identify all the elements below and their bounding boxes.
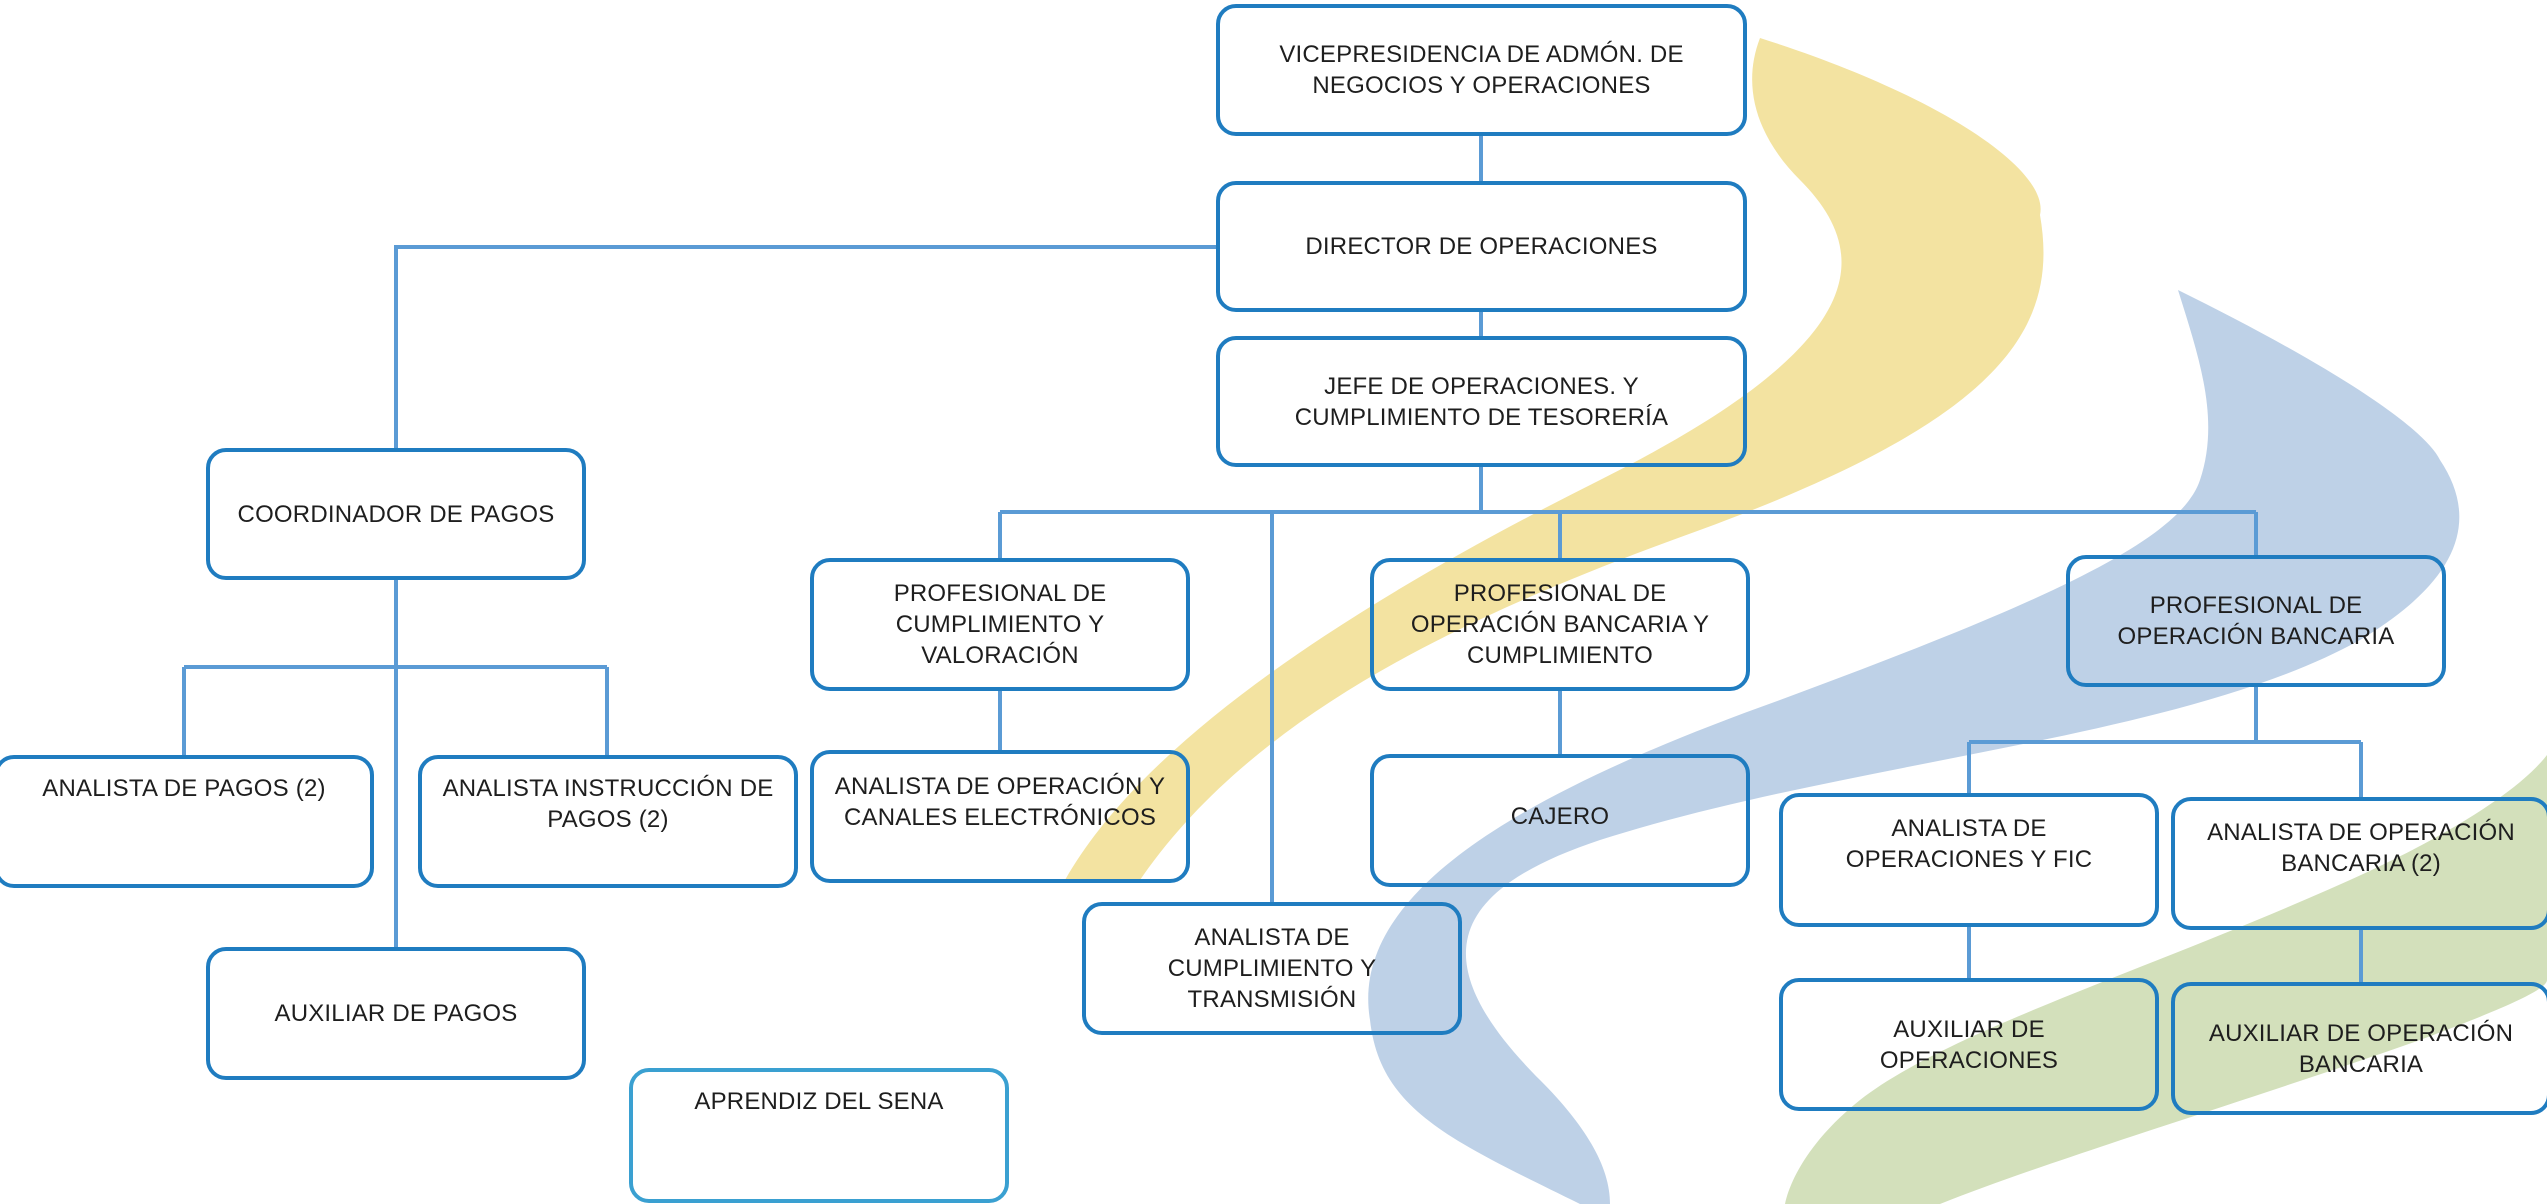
node-label: ANALISTA DE OPERACIONES Y FIC <box>1845 815 2093 873</box>
watermark-yellow-swoosh <box>1065 38 2044 880</box>
node-vicepresidencia: VICEPRESIDENCIA DE ADMÓN. DE NEGOCIOS Y … <box>1216 4 1747 136</box>
node-label: PROFESIONAL DE CUMPLIMIENTO Y VALORACIÓN <box>893 580 1107 669</box>
connector-prof-bancaria-children <box>1967 687 2363 797</box>
node-profesional-operacion-bancaria-cumplimiento: PROFESIONAL DE OPERACIÓN BANCARIA Y CUMP… <box>1370 558 1750 691</box>
node-cajero: CAJERO <box>1370 754 1750 887</box>
node-label: VICEPRESIDENCIA DE ADMÓN. DE NEGOCIOS Y … <box>1279 41 1684 99</box>
node-auxiliar-pagos: AUXILIAR DE PAGOS <box>206 947 586 1080</box>
node-analista-operaciones-fic: ANALISTA DE OPERACIONES Y FIC <box>1779 793 2159 927</box>
node-label: APRENDIZ DEL SENA <box>694 1088 944 1115</box>
node-jefe-operaciones: JEFE DE OPERACIONES. Y CUMPLIMIENTO DE T… <box>1216 336 1747 467</box>
node-analista-operacion-bancaria: ANALISTA DE OPERACIÓN BANCARIA (2) <box>2171 797 2547 930</box>
node-label: ANALISTA DE CUMPLIMIENTO Y TRANSMISIÓN <box>1167 924 1377 1013</box>
node-analista-operacion-canales: ANALISTA DE OPERACIÓN Y CANALES ELECTRÓN… <box>810 750 1190 883</box>
node-auxiliar-operaciones: AUXILIAR DE OPERACIONES <box>1779 978 2159 1111</box>
connector-director-coordinador <box>394 245 1216 448</box>
connector-jefe-children <box>998 467 2258 902</box>
watermark-green-swoosh <box>1785 755 2547 1204</box>
connector-coordinador-children <box>182 580 609 947</box>
node-analista-cumplimiento-transmision: ANALISTA DE CUMPLIMIENTO Y TRANSMISIÓN <box>1082 902 1462 1035</box>
node-auxiliar-operacion-bancaria: AUXILIAR DE OPERACIÓN BANCARIA <box>2171 982 2547 1115</box>
watermark-blue-swoosh <box>1368 290 2460 1204</box>
node-aprendiz-sena: APRENDIZ DEL SENA <box>629 1068 1009 1203</box>
node-director-operaciones: DIRECTOR DE OPERACIONES <box>1216 181 1747 312</box>
node-label: AUXILIAR DE PAGOS <box>274 1000 518 1027</box>
node-label: AUXILIAR DE OPERACIONES <box>1879 1015 2059 1074</box>
node-label: AUXILIAR DE OPERACIÓN BANCARIA <box>2208 1019 2514 1078</box>
node-label: ANALISTA DE PAGOS (2) <box>42 775 326 802</box>
node-profesional-cumplimiento-valoracion: PROFESIONAL DE CUMPLIMIENTO Y VALORACIÓN <box>810 558 1190 691</box>
node-label: ANALISTA INSTRUCCIÓN DE PAGOS (2) <box>442 775 774 833</box>
node-label: COORDINADOR DE PAGOS <box>237 500 555 528</box>
node-profesional-operacion-bancaria: PROFESIONAL DE OPERACIÓN BANCARIA <box>2066 555 2446 687</box>
node-label: DIRECTOR DE OPERACIONES <box>1305 233 1658 260</box>
node-label: CAJERO <box>1510 803 1610 830</box>
node-coordinador-pagos: COORDINADOR DE PAGOS <box>206 448 586 580</box>
node-label: PROFESIONAL DE OPERACIÓN BANCARIA Y CUMP… <box>1410 580 1710 669</box>
node-analista-pagos: ANALISTA DE PAGOS (2) <box>0 755 374 888</box>
node-label: PROFESIONAL DE OPERACIÓN BANCARIA <box>2117 592 2395 650</box>
node-label: JEFE DE OPERACIONES. Y CUMPLIMIENTO DE T… <box>1294 372 1669 431</box>
node-analista-instruccion-pagos: ANALISTA INSTRUCCIÓN DE PAGOS (2) <box>418 755 798 888</box>
node-label: ANALISTA DE OPERACIÓN Y CANALES ELECTRÓN… <box>834 773 1166 831</box>
node-label: ANALISTA DE OPERACIÓN BANCARIA (2) <box>2207 819 2515 877</box>
